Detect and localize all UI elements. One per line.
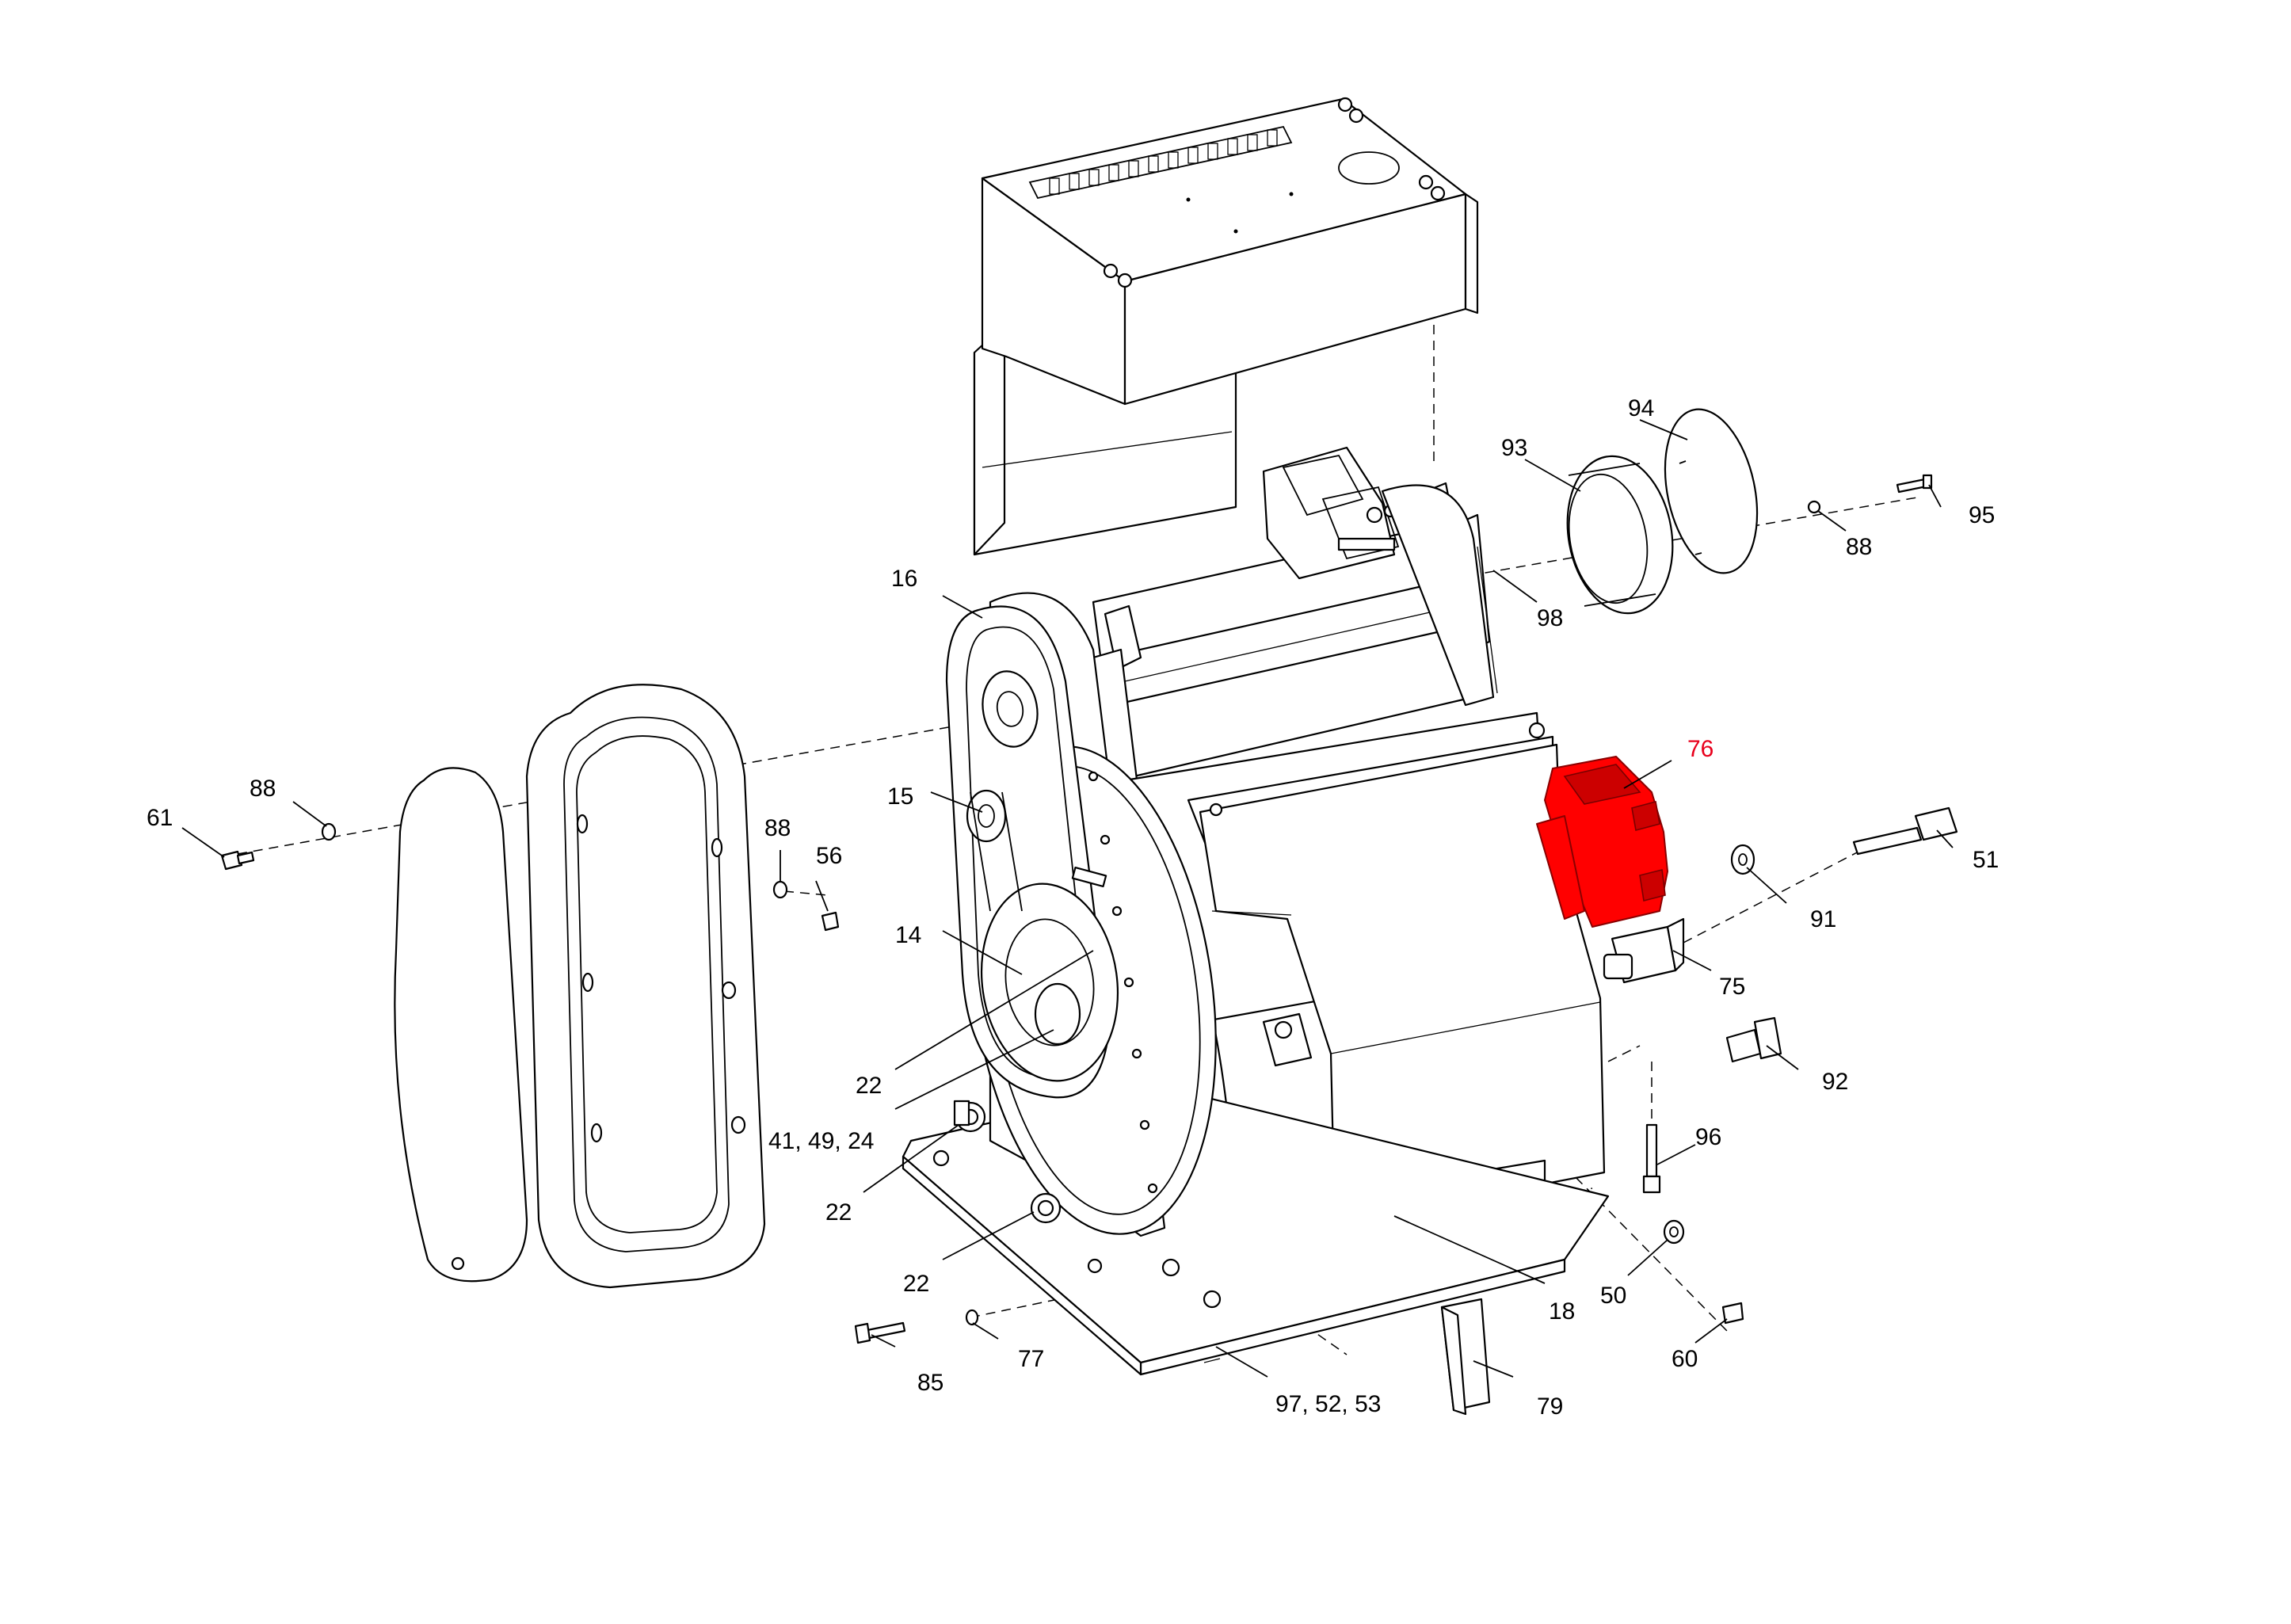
label-88-right: 88 [1846, 534, 1872, 560]
label-91: 91 [1810, 906, 1836, 932]
label-50: 50 [1600, 1283, 1626, 1309]
label-15: 15 [887, 783, 913, 810]
label-18: 18 [1549, 1298, 1575, 1325]
left-fasteners [220, 822, 979, 1344]
label-92: 92 [1822, 1069, 1848, 1095]
label-75: 75 [1719, 974, 1745, 1000]
label-96: 96 [1695, 1124, 1721, 1150]
label-41-49-24: 41, 49, 24 [768, 1128, 874, 1154]
label-61: 61 [147, 805, 173, 831]
label-56: 56 [816, 843, 842, 869]
label-98: 98 [1537, 605, 1563, 631]
label-95: 95 [1969, 502, 1995, 528]
label-16: 16 [891, 566, 917, 592]
label-14: 14 [895, 922, 921, 948]
label-77: 77 [1018, 1346, 1044, 1372]
right-parts [1566, 408, 1958, 1325]
belt-drive [945, 592, 1217, 1274]
label-79: 79 [1537, 1393, 1563, 1420]
label-22-b: 22 [825, 1199, 852, 1226]
label-93: 93 [1501, 435, 1527, 461]
front-covers [394, 684, 766, 1289]
label-94: 94 [1628, 395, 1654, 421]
label-88-left: 88 [250, 776, 276, 802]
label-97-52-53: 97, 52, 53 [1275, 1391, 1381, 1417]
hopper-casing [973, 97, 1479, 556]
label-60: 60 [1672, 1346, 1698, 1372]
label-22-a: 22 [856, 1073, 882, 1099]
label-51: 51 [1973, 847, 1999, 873]
part-76-highlighted [1536, 756, 1668, 928]
label-88-mid: 88 [764, 815, 791, 841]
label-22-c: 22 [903, 1271, 929, 1297]
callout-labels: 16 15 14 22 41, 49, 24 22 22 85 77 97, 5… [147, 395, 1999, 1420]
motor-housing [1104, 711, 1606, 1253]
label-85: 85 [917, 1370, 943, 1396]
leader-lines [181, 419, 1954, 1378]
label-76: 76 [1687, 736, 1713, 762]
